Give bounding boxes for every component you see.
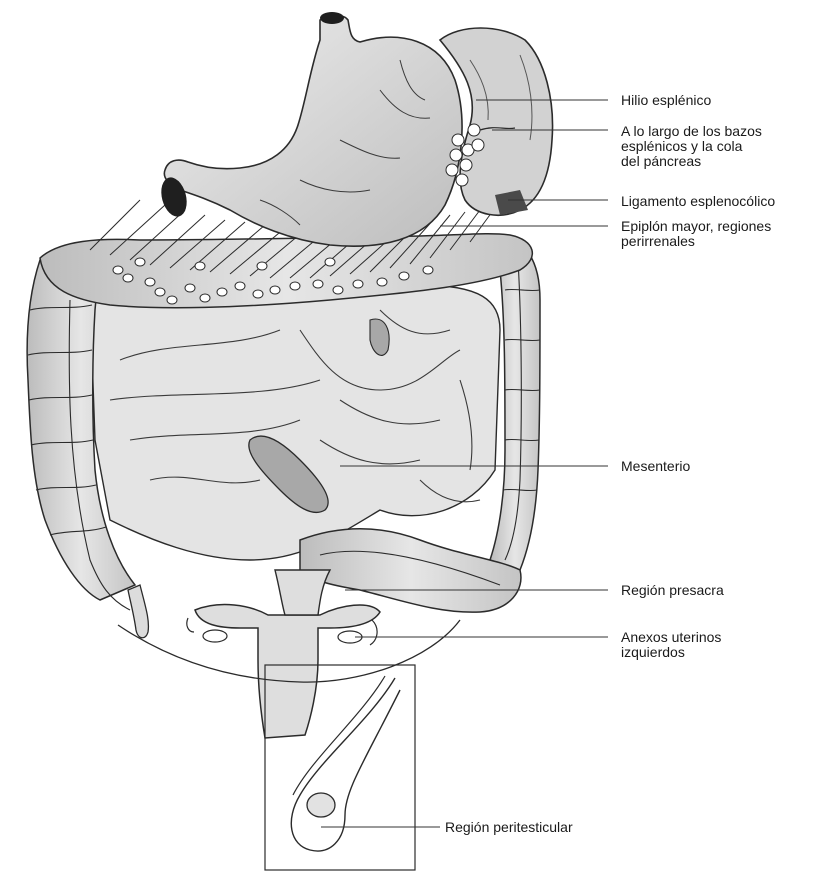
label-bazos-esplenicos: A lo largo de los bazos esplénicos y la … <box>621 124 762 169</box>
label-anexos-uterinos: Anexos uterinos izquierdos <box>621 630 721 660</box>
label-epiplon-mayor: Epiplón mayor, regiones perirrenales <box>621 219 771 249</box>
label-hilio-esplenico: Hilio esplénico <box>621 93 711 108</box>
label-ligamento-esplenocolico: Ligamento esplenocólico <box>621 194 775 209</box>
label-region-peritesticular: Región peritesticular <box>445 820 573 835</box>
mesentery-field <box>90 285 500 560</box>
uterus-and-adnexa <box>187 605 380 738</box>
esophagus-opening <box>320 12 344 24</box>
label-region-presacra: Región presacra <box>621 583 724 598</box>
appendix <box>128 585 148 638</box>
label-mesenterio: Mesenterio <box>621 459 690 474</box>
sigmoid-colon <box>300 529 521 612</box>
testis <box>307 793 335 817</box>
rectum <box>275 570 330 615</box>
stomach <box>164 16 462 247</box>
